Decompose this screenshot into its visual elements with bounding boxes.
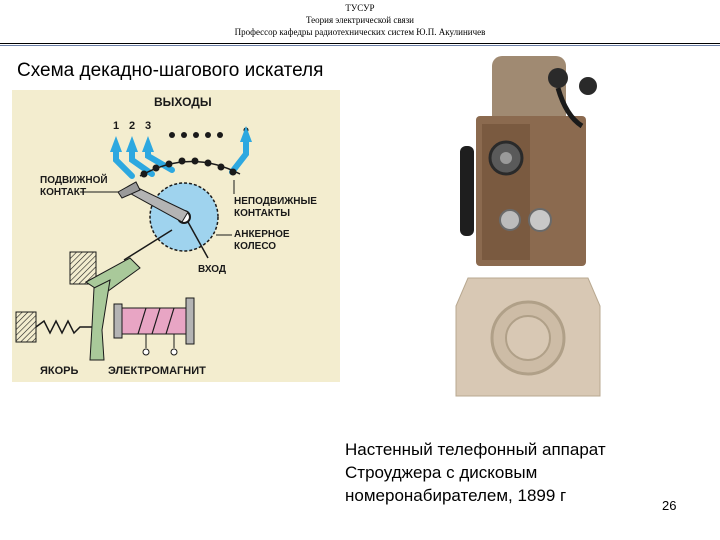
output-number-3: 3 bbox=[145, 120, 151, 132]
knob-right bbox=[529, 209, 551, 231]
label-ratchet-1: АНКЕРНОЕ bbox=[234, 229, 290, 240]
phone-receiver bbox=[460, 146, 474, 236]
label-ratchet-2: КОЛЕСО bbox=[234, 241, 276, 252]
electromagnet-core bbox=[186, 298, 194, 344]
header-divider bbox=[0, 43, 720, 44]
slide-header: ТУСУР Теория электрической связи Професс… bbox=[0, 0, 720, 44]
step-selector-diagram: ВЫХОДЫ 1 2 3 ПОДВИЖНОЙ КОНТАКТ НЕПОДВИЖН… bbox=[12, 90, 340, 382]
caption-line-1: Настенный телефонный аппарат bbox=[345, 438, 606, 461]
caption-line-2: Строуджера с дисковым bbox=[345, 461, 606, 484]
bell-left bbox=[548, 68, 568, 88]
page-number: 26 bbox=[662, 498, 676, 513]
label-fixed-contacts-2: КОНТАКТЫ bbox=[234, 208, 290, 219]
electromagnet-pole bbox=[114, 304, 122, 338]
dial-center bbox=[500, 152, 512, 164]
electromagnet-coil bbox=[122, 308, 186, 334]
phone-mouthpiece bbox=[506, 316, 550, 360]
label-fixed-contacts-1: НЕПОДВИЖНЫЕ bbox=[234, 196, 317, 207]
slide-title: Схема декадно-шагового искателя bbox=[17, 60, 323, 82]
header-course: Теория электрической связи bbox=[0, 14, 720, 26]
header-divider-secondary bbox=[0, 45, 720, 46]
label-electromagnet: ЭЛЕКТРОМАГНИТ bbox=[108, 365, 206, 377]
photo-caption: Настенный телефонный аппарат Строуджера … bbox=[345, 438, 606, 507]
knob-left bbox=[500, 210, 520, 230]
header-author: Профессор кафедры радиотехнических систе… bbox=[0, 26, 720, 38]
label-armature: ЯКОРЬ bbox=[40, 365, 79, 377]
caption-line-3: номеронабирателем, 1899 г bbox=[345, 484, 606, 507]
label-moving-contact-1: ПОДВИЖНОЙ bbox=[40, 173, 108, 186]
label-input: ВХОД bbox=[198, 264, 226, 275]
bell-right bbox=[579, 77, 597, 95]
strowger-phone-photo bbox=[446, 46, 612, 416]
output-number-2: 2 bbox=[129, 120, 135, 132]
wall-bottom bbox=[16, 312, 36, 342]
output-number-1: 1 bbox=[113, 120, 119, 132]
label-moving-contact-2: КОНТАКТ bbox=[40, 187, 86, 198]
header-university: ТУСУР bbox=[0, 0, 720, 14]
label-outputs: ВЫХОДЫ bbox=[154, 95, 212, 109]
